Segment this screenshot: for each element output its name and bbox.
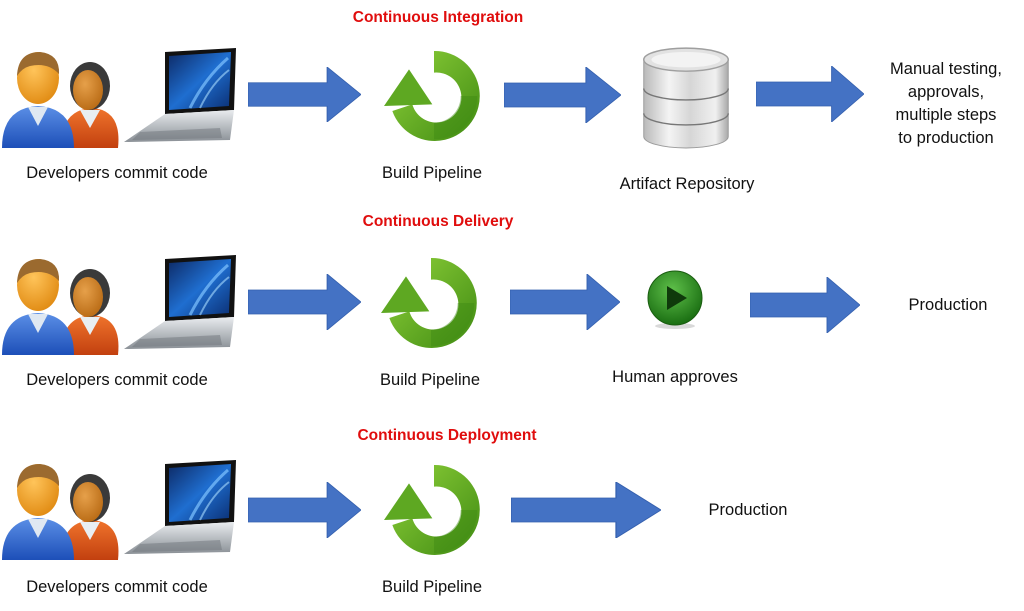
flow-arrow	[750, 277, 860, 333]
section-title-continuous-integration: Continuous Integration	[352, 9, 524, 26]
step-label: Developers commit code	[26, 164, 208, 182]
play-button-icon	[645, 270, 705, 330]
build-pipeline-icon	[378, 46, 490, 146]
step-label: Build Pipeline	[382, 578, 482, 596]
build-pipeline-icon	[375, 253, 487, 353]
end-text-production: Production	[908, 296, 988, 314]
section-title-continuous-delivery: Continuous Delivery	[362, 213, 514, 230]
end-text-manual: Manual testing, approvals, multiple step…	[890, 58, 1002, 150]
flow-arrow	[756, 66, 864, 122]
section-title-continuous-deployment: Continuous Deployment	[357, 427, 537, 444]
developers-laptop-icon	[0, 48, 240, 148]
end-text-line: to production	[898, 129, 994, 147]
step-label: Artifact Repository	[619, 175, 755, 193]
flow-arrow	[248, 67, 361, 122]
end-text-line: Manual testing,	[890, 60, 1002, 78]
database-icon	[638, 43, 734, 155]
step-label: Build Pipeline	[382, 164, 482, 182]
flow-arrow	[504, 67, 621, 123]
developers-laptop-icon	[0, 460, 240, 560]
build-pipeline-icon	[378, 460, 490, 560]
flow-arrow	[511, 482, 661, 538]
step-label: Human approves	[612, 368, 738, 386]
step-label: Build Pipeline	[380, 371, 480, 389]
end-text-line: multiple steps	[895, 106, 997, 124]
flow-arrow	[248, 482, 361, 538]
flow-arrow	[510, 274, 620, 330]
end-text-line: approvals,	[907, 83, 985, 101]
developers-laptop-icon	[0, 255, 240, 355]
step-label: Developers commit code	[26, 578, 208, 596]
flow-arrow	[248, 274, 361, 330]
step-label: Developers commit code	[26, 371, 208, 389]
end-text-production: Production	[708, 501, 788, 519]
